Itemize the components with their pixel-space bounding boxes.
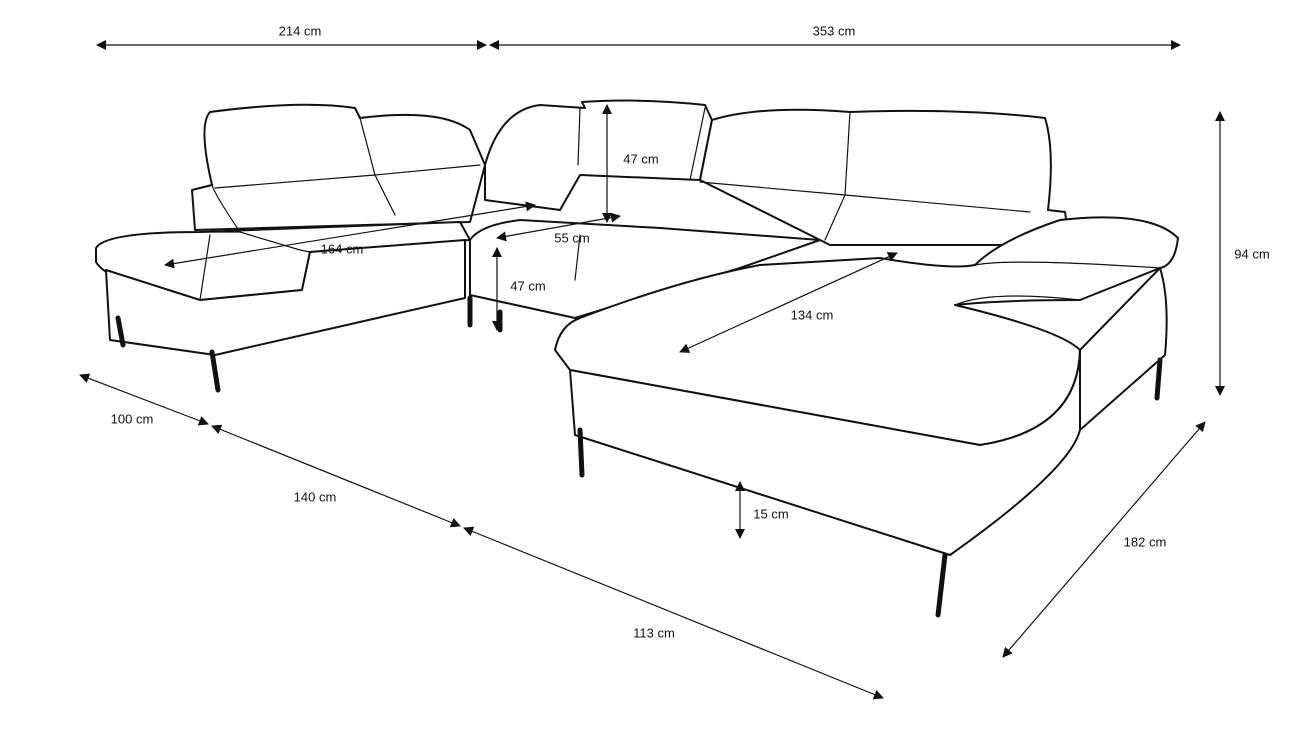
dimension-lines bbox=[79, 40, 1225, 700]
sofa-outline bbox=[95, 99, 1179, 618]
dim-164: 164 cm bbox=[320, 241, 364, 257]
dim-182: 182 cm bbox=[1123, 534, 1167, 550]
dim-140: 140 cm bbox=[293, 489, 337, 505]
dim-seat-47: 47 cm bbox=[510, 278, 546, 294]
dim-134: 134 cm bbox=[790, 307, 834, 323]
dim-headrest-47: 47 cm bbox=[623, 151, 659, 167]
dim-353: 353 cm bbox=[812, 23, 856, 39]
dim-214: 214 cm bbox=[278, 23, 322, 39]
dim-113: 113 cm bbox=[633, 625, 675, 641]
dim-55: 55 cm bbox=[554, 230, 590, 246]
dim-15: 15 cm bbox=[753, 506, 789, 522]
dim-94: 94 cm bbox=[1234, 246, 1270, 262]
dim-100: 100 cm bbox=[110, 411, 154, 427]
